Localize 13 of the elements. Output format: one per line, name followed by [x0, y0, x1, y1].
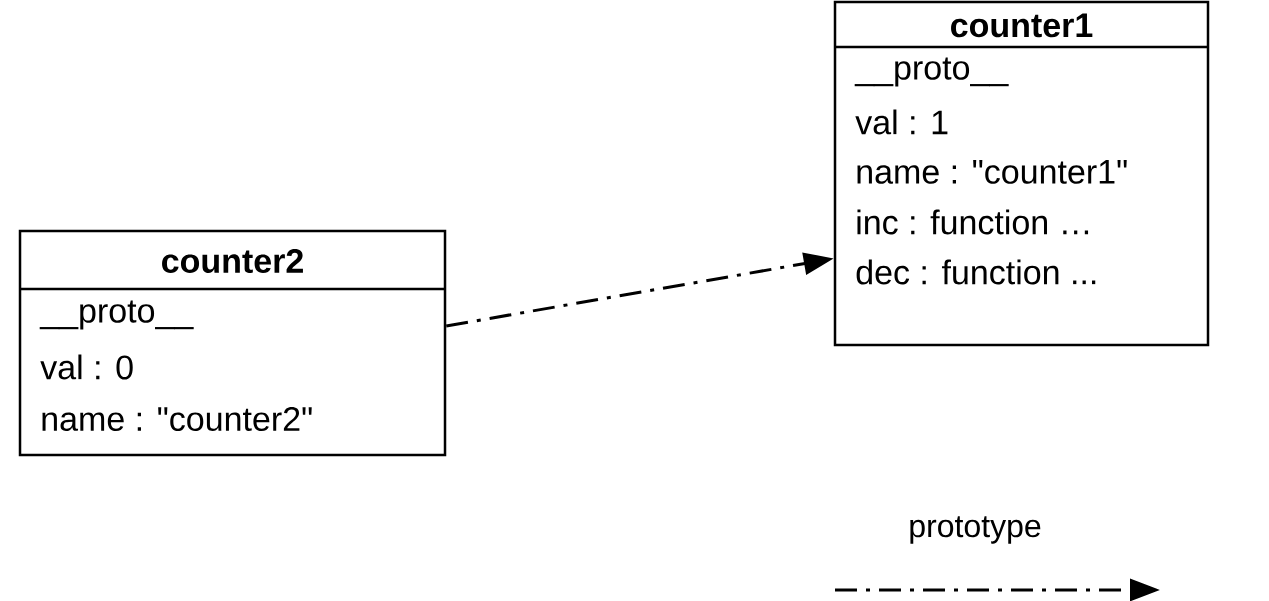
class-box	[18, 229, 447, 457]
field-text: inc : function …	[857, 209, 1089, 235]
class-box	[833, 0, 1210, 347]
field-text: name : "counter1"	[857, 160, 1127, 184]
field-text: __proto__	[854, 57, 1009, 87]
legend-label: prototype	[910, 516, 1041, 544]
field-text: val : 0	[40, 354, 133, 380]
class-name: counter2	[162, 248, 303, 273]
field-text: val : 1	[855, 109, 948, 135]
class-name: counter1	[951, 13, 1093, 38]
field-text: dec : function ...	[856, 259, 1096, 285]
field-text: __proto__	[39, 300, 194, 330]
field-text: name : "counter2"	[42, 406, 312, 431]
